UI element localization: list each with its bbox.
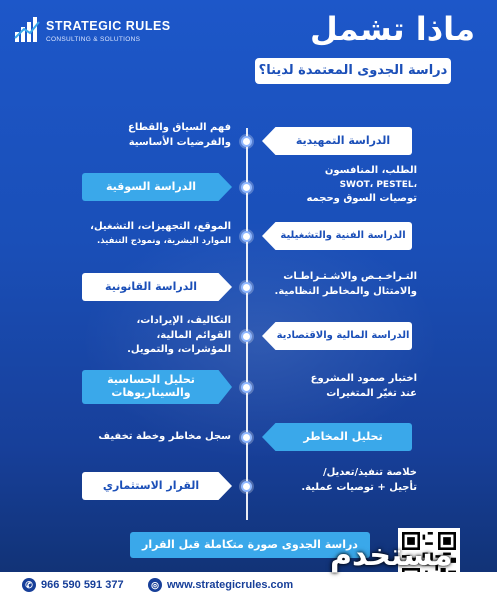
globe-icon: ◎	[148, 578, 162, 592]
page-title: ماذا تشمل	[310, 10, 475, 48]
step-description-preliminary: فهم السياق والقطاع والفرضيات الأساسية	[127, 122, 231, 148]
timeline-dot	[241, 481, 252, 492]
step-box-market[interactable]: الدراسة السوقية	[82, 173, 232, 201]
website-url: www.strategicrules.com	[167, 579, 294, 591]
step-label: القرار الاستثماري	[102, 478, 200, 492]
brand-title: STRATEGIC RULES	[46, 19, 171, 33]
timeline-dot	[241, 331, 252, 342]
step-box-technical[interactable]: الدراسة الفنية والتشغيلية	[262, 222, 412, 250]
timeline-dot	[241, 182, 252, 193]
step-description-sensitivity: اختبار صمود المشروع عند تغيّر المتغيرات	[310, 373, 417, 399]
step-label: الدراسة القانونية	[105, 279, 197, 293]
step-label: الدراسة التمهيدية	[295, 133, 391, 147]
phone-number: 966 590 591 377	[41, 579, 124, 591]
brand-logo[interactable]: STRATEGIC RULES CONSULTING & SOLUTIONS	[14, 14, 204, 50]
phone-contact[interactable]: ✆ 966 590 591 377	[22, 578, 124, 592]
timeline-dot	[241, 432, 252, 443]
step-description-market: الطلب، المنافسون ،SWOT، PESTEL توصيات ال…	[306, 165, 417, 204]
step-box-financial[interactable]: الدراسة المالية والاقتصادية	[262, 322, 412, 350]
step-description-decision: خلاصة تنفيذ/تعديل/ تأجيل + توصيات عملية.	[301, 467, 417, 493]
step-description-risk: سجل مخاطر وخطة تخفيف	[98, 431, 231, 442]
timeline-dot	[241, 136, 252, 147]
timeline-dot	[241, 282, 252, 293]
step-box-sensitivity[interactable]: تحليل الحساسية والسيناريوهات	[82, 370, 232, 404]
step-label: الدراسة الفنية والتشغيلية	[280, 230, 406, 242]
footer-bar: ✆ 966 590 591 377 ◎ www.strategicrules.c…	[0, 572, 497, 600]
step-label: تحليل الحساسية والسيناريوهات	[107, 373, 195, 399]
watermark-text: مستخدم	[330, 538, 453, 573]
step-description-financial: التكاليف، الإيرادات، القوائم المالية، ال…	[127, 315, 231, 355]
timeline-spine	[246, 128, 248, 520]
step-label: الدراسة المالية والاقتصادية	[276, 330, 410, 342]
step-box-legal[interactable]: الدراسة القانونية	[82, 273, 232, 301]
step-label: الدراسة السوقية	[105, 179, 197, 193]
timeline-dot	[241, 231, 252, 242]
step-description-technical: الموقع، التجهيزات، التشغيل، الموارد البش…	[90, 221, 231, 246]
brand-subtitle: CONSULTING & SOLUTIONS	[46, 36, 141, 43]
logo-bars-icon	[14, 17, 40, 42]
step-box-risk[interactable]: تحليل المخاطر	[262, 423, 412, 451]
phone-icon: ✆	[22, 578, 36, 592]
website-link[interactable]: ◎ www.strategicrules.com	[148, 578, 293, 592]
step-box-preliminary[interactable]: الدراسة التمهيدية	[262, 127, 412, 155]
page-subtitle: دراسة الجدوى المعتمدة لدينا؟	[255, 58, 451, 84]
step-description-legal: التـراخـيـص والاشـتـراطـات والامتثال وال…	[274, 271, 417, 297]
summary-banner: دراسة الجدوى صورة متكاملة قبل القرار	[130, 532, 370, 558]
step-box-decision[interactable]: القرار الاستثماري	[82, 472, 232, 500]
step-label: تحليل المخاطر	[303, 429, 383, 443]
timeline-dot	[241, 382, 252, 393]
